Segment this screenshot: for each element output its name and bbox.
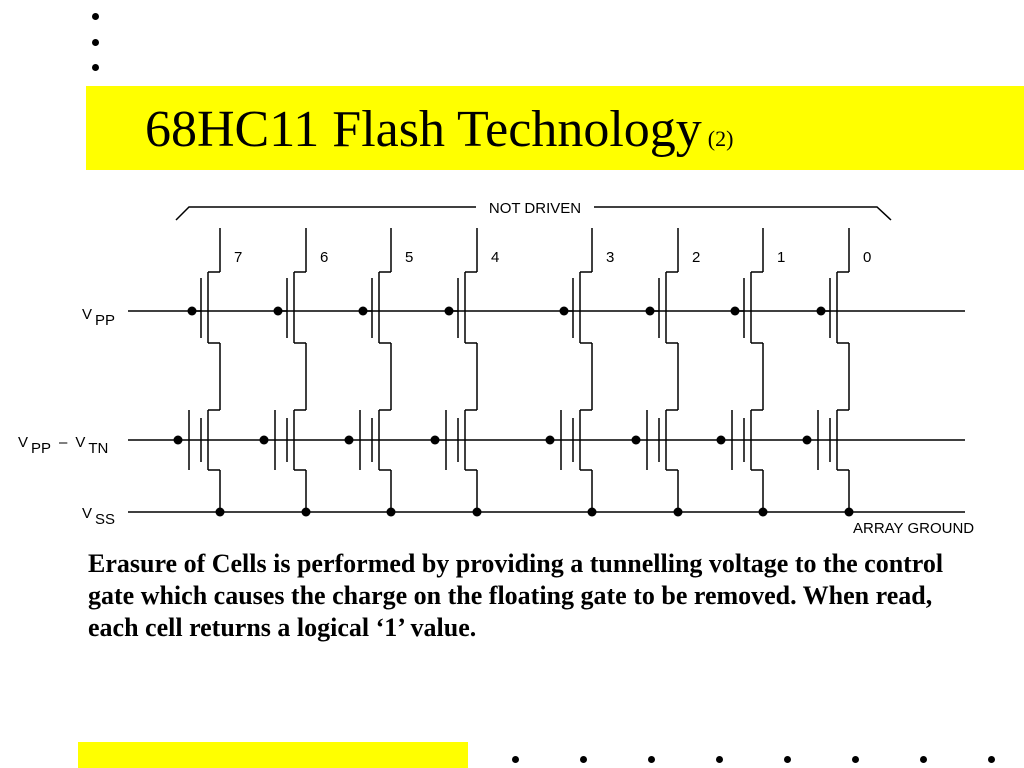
- decorative-dot: [512, 756, 519, 763]
- cell-bit-label: 4: [491, 249, 499, 266]
- vss-junction-dot: [472, 507, 482, 517]
- vss-label-sub: SS: [95, 511, 115, 528]
- title-suffix: (2): [707, 126, 734, 151]
- cell-bit-label: 2: [692, 249, 700, 266]
- vpp-label-main: V: [82, 306, 92, 323]
- vpp-vtn-label-sub2: TN: [88, 440, 108, 457]
- decorative-dot: [92, 39, 99, 46]
- not-driven-bracket: [175, 206, 892, 221]
- title-text: 68HC11 Flash Technology: [145, 101, 702, 158]
- decorative-dot: [580, 756, 587, 763]
- vpp-vtn-label-main1: V: [18, 434, 28, 451]
- decorative-dot: [92, 64, 99, 71]
- vpp-junction-dot: [559, 306, 569, 316]
- vss-junction-dot: [587, 507, 597, 517]
- not-driven-label: NOT DRIVEN: [489, 200, 581, 217]
- vpp-vtn-junction-dot: [259, 435, 269, 445]
- slide-body-text: Erasure of Cells is performed by providi…: [88, 549, 944, 642]
- vpp-vtn-junction-dot: [173, 435, 183, 445]
- vss-junction-dot: [301, 507, 311, 517]
- bracket-left: [175, 206, 476, 221]
- decorative-dot: [784, 756, 791, 763]
- cell-array: 7 6 5 4 3 2 1 0: [173, 228, 871, 517]
- vpp-vtn-junction-dot: [430, 435, 440, 445]
- decorative-dot: [852, 756, 859, 763]
- title-bar: [86, 86, 1024, 170]
- vpp-junction-dot: [730, 306, 740, 316]
- cell-bit-label: 7: [234, 249, 242, 266]
- vpp-junction-dot: [816, 306, 826, 316]
- bracket-right: [594, 206, 892, 221]
- cell-bit-label: 6: [320, 249, 328, 266]
- bottom-accent-bar: [78, 742, 468, 768]
- vpp-vtn-label-sub1: PP: [31, 440, 51, 457]
- slide-title: 68HC11 Flash Technology(2): [145, 100, 733, 169]
- cell-bit-label: 5: [405, 249, 413, 266]
- vss-junction-dot: [844, 507, 854, 517]
- array-ground-label: ARRAY GROUND: [853, 520, 974, 537]
- vss-junction-dot: [758, 507, 768, 517]
- vpp-junction-dot: [444, 306, 454, 316]
- vpp-junction-dot: [645, 306, 655, 316]
- vpp-junction-dot: [187, 306, 197, 316]
- vpp-vtn-junction-dot: [631, 435, 641, 445]
- vpp-label-sub: PP: [95, 312, 115, 329]
- vpp-junction-dot: [358, 306, 368, 316]
- decorative-dot: [648, 756, 655, 763]
- decorative-dot: [988, 756, 995, 763]
- decorative-dot: [92, 13, 99, 20]
- vss-junction-dot: [215, 507, 225, 517]
- decorative-dot: [716, 756, 723, 763]
- vss-junction-dot: [386, 507, 396, 517]
- vpp-vtn-junction-dot: [344, 435, 354, 445]
- cell-bit-label: 0: [863, 249, 871, 266]
- vpp-junction-dot: [273, 306, 283, 316]
- vpp-vtn-junction-dot: [802, 435, 812, 445]
- vss-junction-dot: [673, 507, 683, 517]
- vss-label-main: V: [82, 505, 92, 522]
- vpp-vtn-junction-dot: [545, 435, 555, 445]
- vpp-vtn-label-main2: V: [75, 434, 85, 451]
- cell-bit-label: 3: [606, 249, 614, 266]
- vpp-vtn-label-dash: –: [59, 434, 68, 451]
- decorative-dot: [920, 756, 927, 763]
- vpp-vtn-junction-dot: [716, 435, 726, 445]
- cell-bit-label: 1: [777, 249, 785, 266]
